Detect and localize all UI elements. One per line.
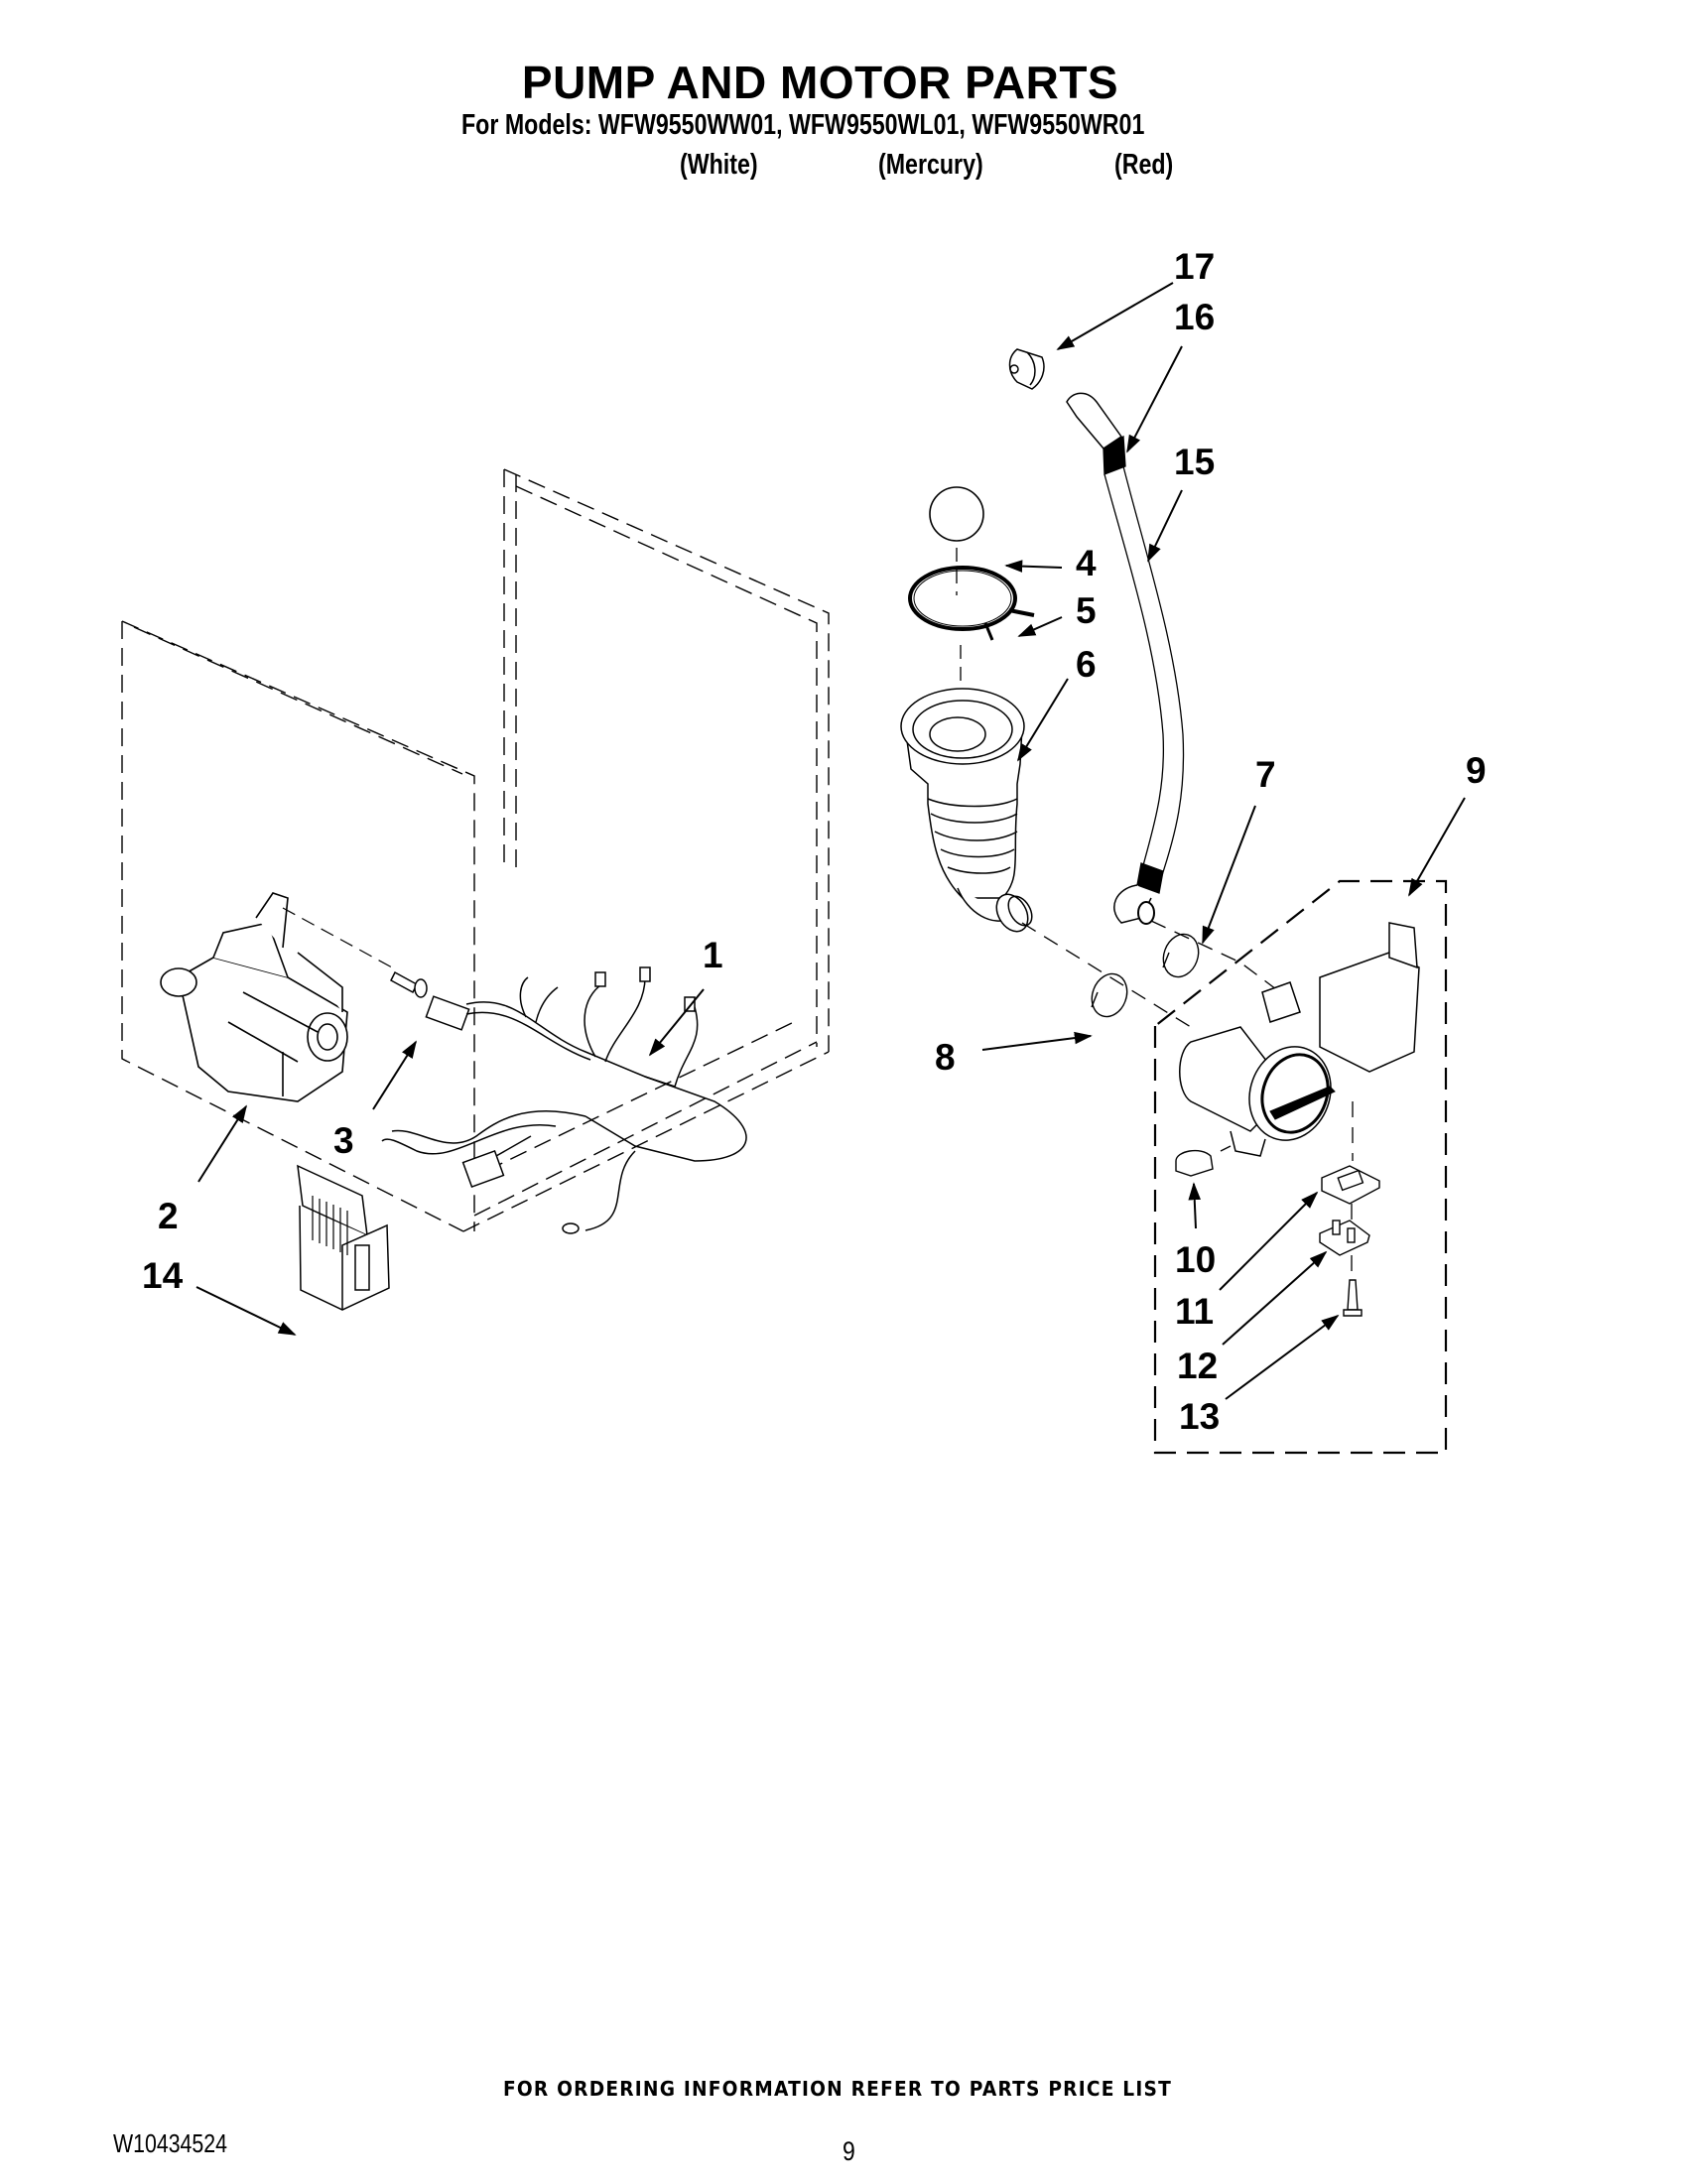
cabinet-outline [121,468,830,1232]
callout-2: 2 [158,1196,179,1236]
callout-13: 13 [1179,1396,1221,1437]
callout-4: 4 [1076,543,1097,583]
pump-hose-clamp-part [1162,933,1200,978]
pump-foot-part [1175,1149,1214,1177]
callout-12: 12 [1177,1346,1219,1386]
check-ball-part [929,486,984,542]
callout-leaders [195,282,1466,1400]
drain-pump-part [1179,922,1420,1157]
document-number: W10434524 [113,2128,227,2158]
callout-8: 8 [935,1037,956,1078]
motor-control-board-part [297,1164,390,1311]
callout-9: 9 [1466,750,1487,791]
pump-mount-grommet-part [1321,1165,1380,1205]
sump-clamp-part [908,566,1035,641]
callout-1: 1 [703,935,723,975]
drive-motor-part [160,892,348,1102]
color-red-label: (Red) [1114,149,1174,181]
page-number: 9 [843,2136,855,2166]
callout-16: 16 [1174,297,1216,337]
pump-mount-bracket-part [1319,1220,1370,1256]
callout-5: 5 [1076,590,1097,631]
callout-10: 10 [1175,1239,1217,1280]
sump-hose-part [900,688,1033,933]
callout-15: 15 [1174,442,1216,482]
callout-11: 11 [1175,1291,1215,1332]
page-title-text: PUMP AND MOTOR PARTS [521,57,1119,108]
wire-harness-part [381,966,747,1234]
drain-hose-part [1066,392,1185,925]
models-line: For Models: WFW9550WW01, WFW9550WL01, WF… [461,109,1145,141]
callout-7: 7 [1255,754,1276,795]
callout-3: 3 [333,1120,354,1161]
page-title: PUMP AND MOTOR PARTS [0,56,1688,109]
pump-assembly-box [1153,879,1448,1455]
motor-bolt-part [282,907,428,998]
pump-screw-part [1343,1279,1363,1317]
sump-hose-clamp-part [1091,972,1128,1018]
color-mercury-label: (Mercury) [878,149,983,181]
callout-17: 17 [1174,246,1216,287]
callout-6: 6 [1076,644,1097,685]
callout-14: 14 [142,1255,184,1296]
hose-clip-part [1008,348,1045,390]
ordering-info-note: FOR ORDERING INFORMATION REFER TO PARTS … [503,2077,1172,2101]
color-white-label: (White) [680,149,758,181]
alignment-lines [1021,920,1354,1272]
